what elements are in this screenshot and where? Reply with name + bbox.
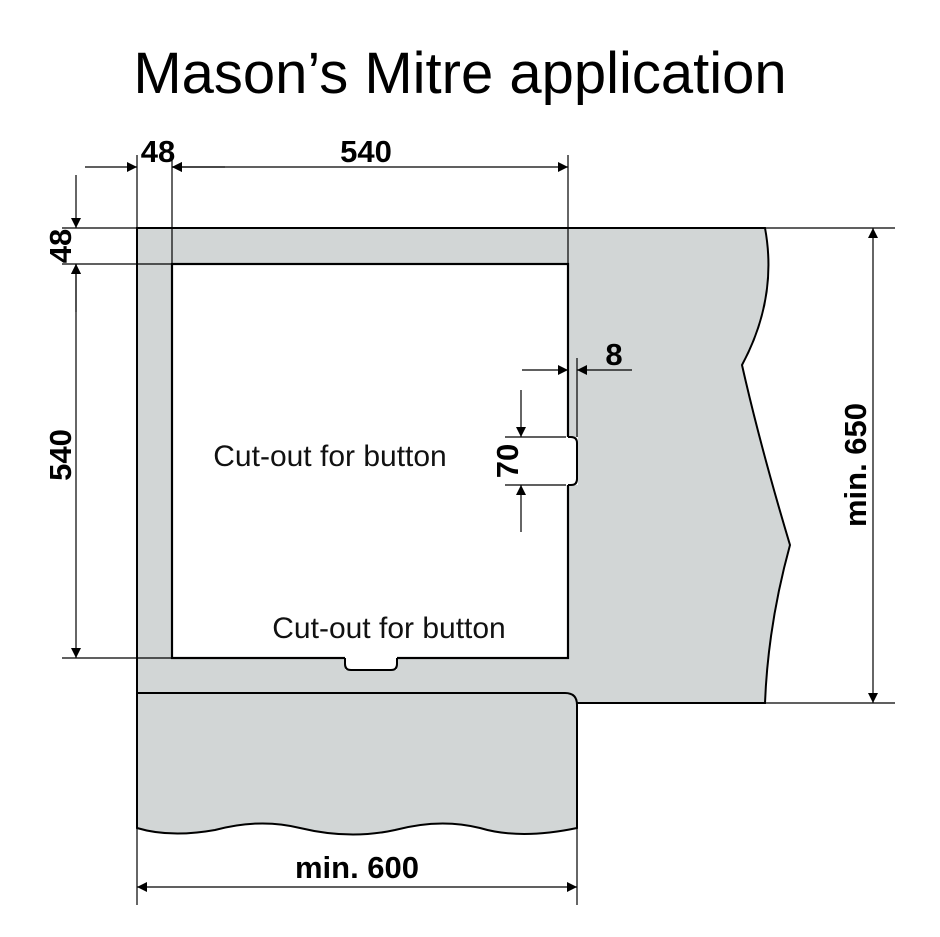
dimension-top-540: 540 bbox=[172, 134, 568, 172]
side-button-notch-outline bbox=[568, 436, 578, 486]
dimension-left-48: 48 bbox=[43, 175, 81, 312]
dimension-right-650: min. 650 bbox=[838, 228, 878, 703]
worktop-lower bbox=[136, 692, 578, 836]
dim-label-top-48: 48 bbox=[141, 134, 175, 169]
side-button-notch bbox=[566, 437, 578, 485]
dim-label-bottom-600: min. 600 bbox=[295, 850, 419, 885]
bottom-button-notch-outline bbox=[344, 658, 398, 671]
dimension-top-48: 48 bbox=[85, 134, 225, 172]
sink-cutout bbox=[170, 262, 570, 660]
dimension-side-8: 8 bbox=[522, 337, 632, 437]
bottom-cutout-label: Cut-out for button bbox=[272, 612, 505, 645]
bottom-button-notch bbox=[345, 656, 397, 670]
dim-label-side-8: 8 bbox=[605, 337, 622, 372]
dimension-bottom-600: min. 600 bbox=[137, 850, 577, 892]
dimension-button-70: 70 bbox=[490, 390, 526, 532]
dim-label-top-540: 540 bbox=[340, 134, 392, 169]
diagram-title: Mason’s Mitre application bbox=[133, 41, 786, 106]
side-cutout-label: Cut-out for button bbox=[213, 440, 446, 473]
dimension-left-540: 540 bbox=[43, 264, 81, 658]
dim-label-right-650: min. 650 bbox=[838, 403, 873, 527]
dim-label-left-540: 540 bbox=[43, 429, 78, 481]
dim-label-button-70: 70 bbox=[490, 444, 525, 478]
dim-label-left-48: 48 bbox=[43, 229, 78, 263]
